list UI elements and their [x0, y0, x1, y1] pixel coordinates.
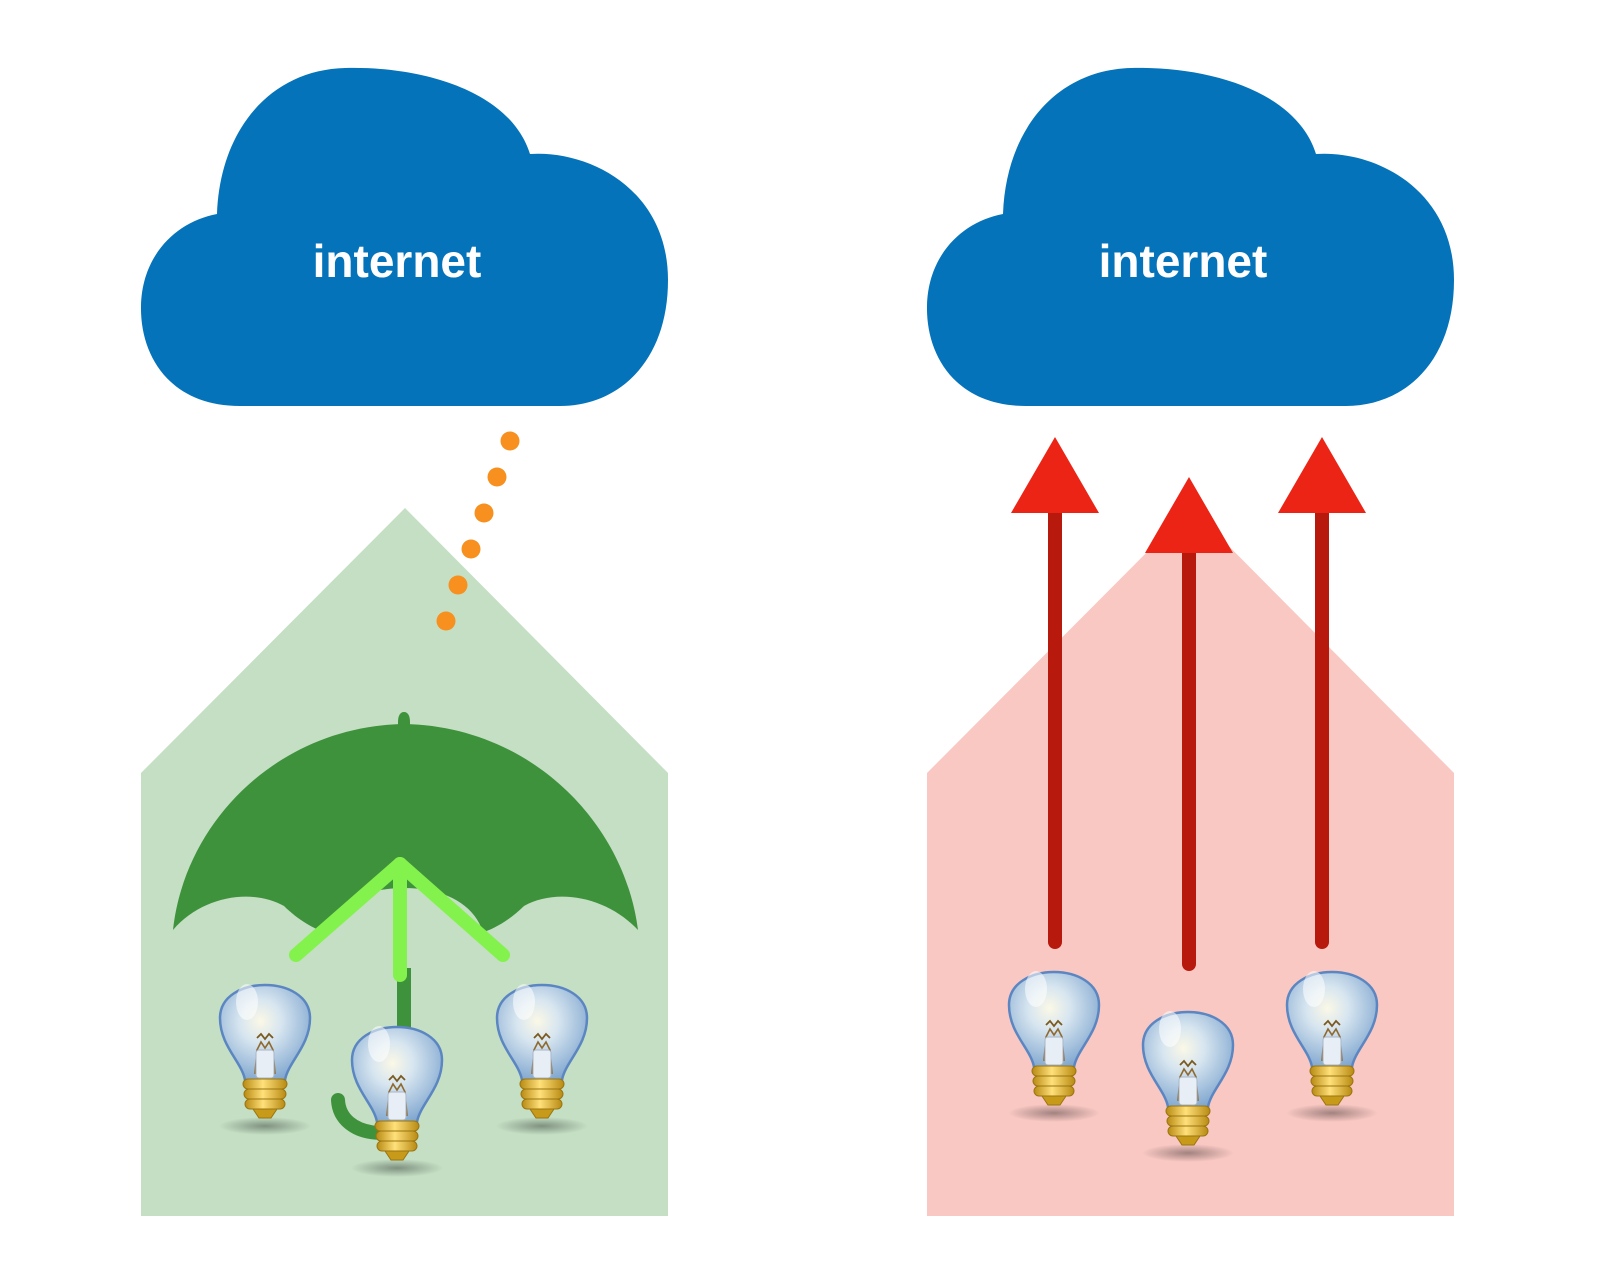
up-arrow-icon [1011, 437, 1099, 949]
internet-cloud-left: internet [140, 67, 669, 406]
outgoing-arrows [1011, 437, 1366, 971]
shield-arrow-icon [289, 857, 510, 982]
left-panel: internet [140, 67, 669, 1216]
up-arrow-icon [1145, 477, 1233, 971]
up-arrow-icon [1278, 437, 1366, 949]
internet-cloud-right: internet [926, 67, 1454, 406]
blocked-connection-dots [436, 431, 520, 631]
right-panel: internet [926, 67, 1454, 1216]
cloud-label-left: internet [313, 235, 482, 287]
cloud-label-right: internet [1099, 235, 1268, 287]
